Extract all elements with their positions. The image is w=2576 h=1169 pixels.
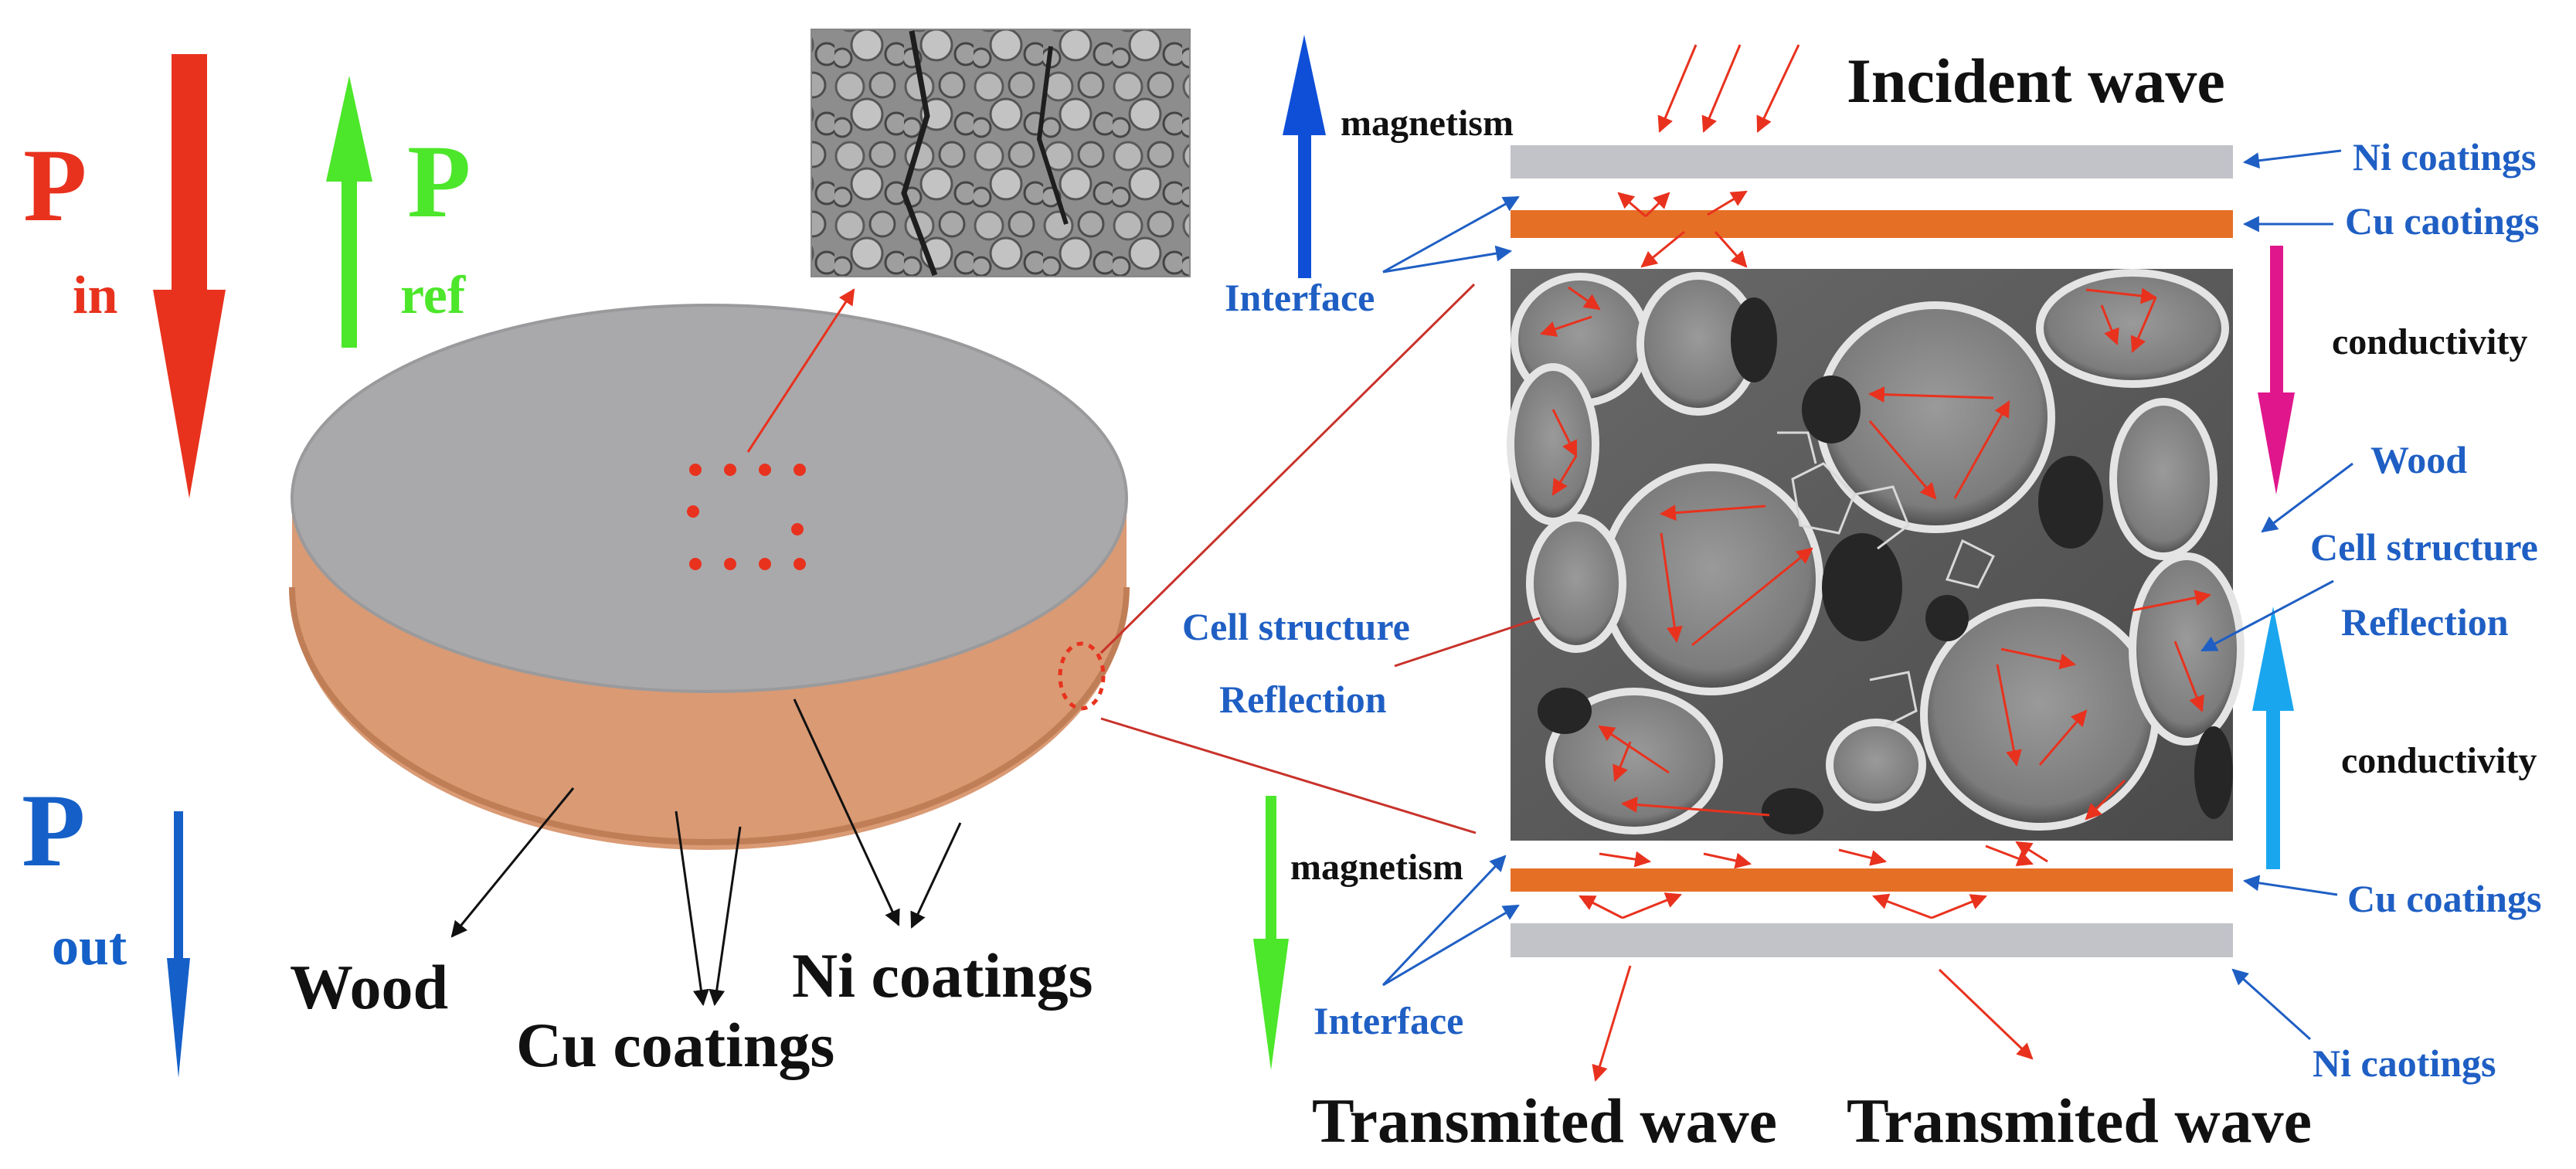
p-out-symbol: P [22,773,85,889]
incident-wave-arrows [1657,44,1800,133]
ni-coatings-top-pointer [2242,149,2342,169]
coated-wood-disc [289,304,1130,850]
cell-structure-left-label: Cell structure [1182,605,1410,648]
interface-bottom-label: Interface [1313,999,1463,1042]
p-out-subscript: out [52,917,127,977]
ni-coatings-bottom-pointer [2231,968,2312,1041]
reflection-right-label: Reflection [2341,600,2509,644]
interface-bottom-pointers [1381,855,1520,987]
conductivity-top-label: conductivity [2332,321,2527,362]
wood-label: Wood [290,952,448,1022]
p-ref-subscript: ref [400,266,466,325]
transmitted-wave-right-label: Transmited wave [1847,1086,2312,1156]
magnetism-bottom-arrow-icon [1253,796,1289,1070]
ni-layer-bottom [1511,923,2233,957]
transmitted-wave-left-label: Transmited wave [1312,1086,1777,1156]
cu-coatings-pointers [675,810,742,1007]
sem-surface-micrograph [811,29,1191,277]
transmitted-wave-arrows [1592,965,2034,1082]
ni-coatings-label: Ni coatings [792,940,1093,1011]
edge-zoom-line-bottom [1100,717,1477,834]
cu-layer-bottom [1511,868,2233,892]
magnetism-top-arrow-icon [1283,35,1326,278]
edge-selection-marker [1058,641,1106,711]
cu-coatings-top-label: Cu caotings [2345,199,2539,243]
ni-coatings-bottom-label: Ni caotings [2313,1042,2496,1085]
wood-cell-structure-micrograph [1507,269,2245,841]
conductivity-top-arrow-icon [2258,246,2295,494]
wood-right-label: Wood [2370,438,2467,481]
interface-top-pointers [1382,195,1520,274]
cell-structure-right-label: Cell structure [2310,525,2538,569]
wood-pointer [450,787,575,938]
surface-zoom-pointer [746,288,855,453]
cu-coatings-bottom-label: Cu coatings [2347,877,2541,920]
cell-structure-right-pointer [2200,579,2334,652]
internal-reflection-arrows [1540,286,2212,821]
cu-layer-top [1511,210,2233,238]
p-in-subscript: in [73,266,117,325]
magnetism-bottom-label: magnetism [1290,847,1463,888]
conductivity-bottom-arrow-icon [2252,607,2294,869]
incident-power-arrow-icon [153,54,226,498]
ni-layer-top [1511,145,2233,178]
edge-zoom-line-top [1099,283,1476,654]
p-ref-symbol: P [407,124,471,240]
cu-coatings-bottom-pointer [2242,875,2338,896]
cell-structure-left-pointer [1394,617,1541,668]
reflection-left-label: Reflection [1219,678,1387,721]
reflected-power-arrow-icon [326,76,372,348]
wood-right-pointer [2261,462,2353,533]
output-power-arrow-icon [167,811,190,1078]
ni-coatings-top-label: Ni coatings [2353,135,2537,178]
interface-scattering-arrows [1579,190,2048,919]
conductivity-bottom-label: conductivity [2341,740,2537,781]
ni-coatings-pointers [793,698,962,929]
incident-wave-title: Incident wave [1847,46,2225,116]
interface-top-label: Interface [1225,276,1375,319]
magnetism-top-label: magnetism [1341,103,1514,144]
cu-coatings-label: Cu coatings [516,1010,834,1080]
surface-selection-marker [687,464,806,570]
p-in-symbol: P [23,128,87,243]
